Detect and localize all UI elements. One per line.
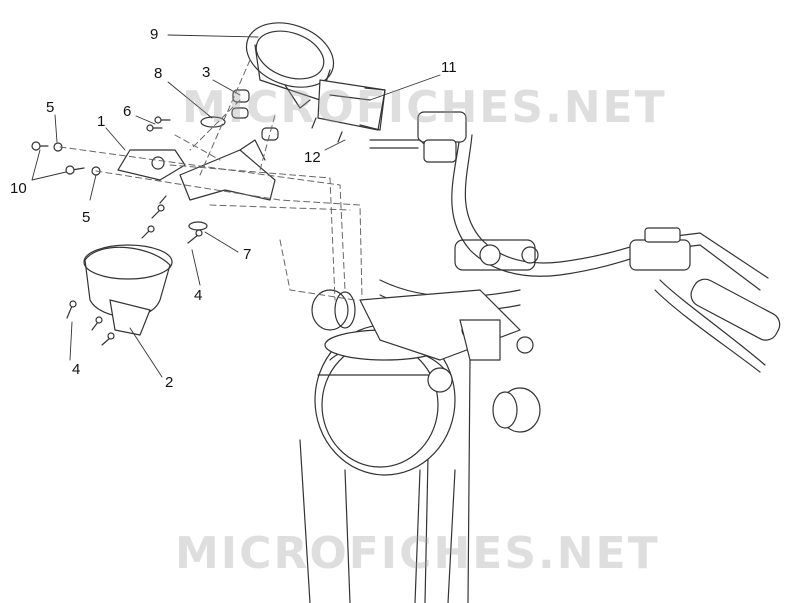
left-master-cylinder [369, 111, 467, 163]
callout-5-top: 5 [46, 99, 55, 116]
meter-housing [83, 244, 173, 336]
instrument-cluster [245, 22, 335, 109]
callout-7: 7 [243, 246, 252, 263]
callout-12: 12 [304, 149, 321, 166]
right-grip [654, 278, 781, 373]
callout-4-left: 4 [72, 361, 81, 378]
dashed-guides [59, 59, 363, 301]
o-ring [200, 116, 226, 128]
watermark-top: MICROFICHES.NET [182, 82, 667, 133]
upper-clamp [359, 239, 539, 393]
callout-2: 2 [165, 374, 174, 391]
mounting-bracket [179, 139, 276, 201]
support-bracket [317, 79, 386, 131]
callout-4-right: 4 [194, 287, 203, 304]
callout-10: 10 [10, 180, 27, 197]
callout-5-bottom: 5 [82, 209, 91, 226]
leader-lines [31, 34, 441, 378]
right-master-cylinder [629, 227, 691, 271]
callout-11: 11 [441, 59, 457, 76]
callout-1: 1 [97, 113, 106, 130]
turn-signals [311, 289, 541, 433]
callout-9: 9 [150, 26, 159, 43]
watermark-bottom: MICROFICHES.NET [175, 528, 660, 579]
callout-3: 3 [202, 64, 211, 81]
callout-6: 6 [123, 103, 132, 120]
callout-8: 8 [154, 65, 163, 82]
hardware [31, 116, 343, 346]
